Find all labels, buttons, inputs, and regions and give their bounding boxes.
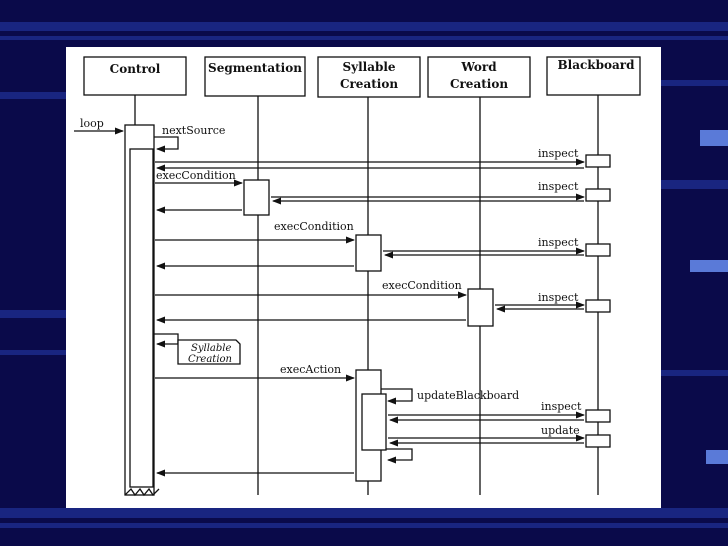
sequence-diagram: Control Segmentation Syllable Creation W… xyxy=(74,56,641,497)
syllable-creation-note-1: Syllable xyxy=(191,343,231,354)
lifeline-head-blackboard xyxy=(546,56,641,96)
loop-label: loop xyxy=(80,117,104,130)
exec-condition-label-2: execCondition xyxy=(274,220,354,233)
syllable-creation-label-2: Creation xyxy=(340,77,398,91)
syllable-self-return xyxy=(386,448,413,464)
lifeline-head-syllable-creation xyxy=(317,56,421,98)
segmentation-activation xyxy=(243,179,270,216)
word-activation xyxy=(467,288,494,327)
control-break-mark xyxy=(124,487,160,497)
inspect-label-2: inspect xyxy=(538,180,579,193)
next-source-arrow xyxy=(154,136,179,153)
blackboard-activation-6 xyxy=(585,434,611,448)
syllable-creation-self-arrow xyxy=(154,333,179,348)
control-inner-activation xyxy=(129,148,154,488)
inspect-label-1: inspect xyxy=(538,147,579,160)
word-creation-label-2: Creation xyxy=(450,77,508,91)
inspect-label-3: inspect xyxy=(538,236,579,249)
lifeline-head-segmentation xyxy=(204,56,306,97)
syllable-creation-note xyxy=(177,339,241,365)
lifeline-head-word-creation xyxy=(427,56,531,98)
inspect-label-4: inspect xyxy=(538,291,579,304)
update-blackboard-label: updateBlackboard xyxy=(417,389,519,402)
blackboard-activation-1 xyxy=(585,154,611,168)
blackboard-label: Blackboard xyxy=(558,58,636,72)
exec-action-label: execAction xyxy=(280,363,341,376)
syllable-creation-label-1: Syllable xyxy=(342,60,395,74)
syllable-activation-1 xyxy=(355,234,382,272)
syllable-creation-note-2: Creation xyxy=(188,354,232,365)
control-label: Control xyxy=(110,62,161,76)
update-blackboard-arrow xyxy=(381,388,413,405)
diagram-panel: Control Segmentation Syllable Creation W… xyxy=(66,47,661,508)
next-source-label: nextSource xyxy=(162,124,225,137)
exec-condition-label-3: execCondition xyxy=(382,279,462,292)
blackboard-activation-2 xyxy=(585,188,611,202)
syllable-inner-activation xyxy=(361,393,387,451)
blackboard-activation-4 xyxy=(585,299,611,313)
word-creation-label-1: Word xyxy=(460,60,497,74)
update-label: update xyxy=(541,424,580,437)
blackboard-activation-5 xyxy=(585,409,611,423)
exec-condition-label-1: execCondition xyxy=(156,169,236,182)
inspect-label-5: inspect xyxy=(541,400,582,413)
lifeline-head-control xyxy=(83,56,187,96)
segmentation-label: Segmentation xyxy=(208,61,302,75)
blackboard-activation-3 xyxy=(585,243,611,257)
